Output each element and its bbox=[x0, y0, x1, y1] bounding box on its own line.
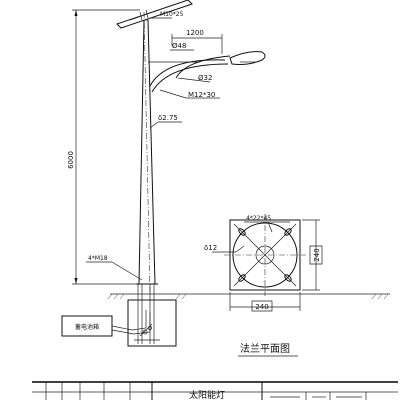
cable-conduit bbox=[112, 310, 150, 334]
arm-diameter-top: Ø48 bbox=[170, 42, 194, 50]
flange-height-dimension: 240 bbox=[302, 220, 322, 290]
flange-holes-callout: 4*22*45 bbox=[244, 215, 290, 232]
battery-text: 蓄电池箱 bbox=[75, 323, 99, 331]
arm-bolt: M12*30 bbox=[160, 90, 220, 99]
solar-panel bbox=[117, 0, 192, 28]
arm-diameter-bottom: Ø32 bbox=[178, 74, 212, 82]
title-block-text: 太阳能灯 bbox=[189, 389, 225, 400]
arm-diameter-bottom-text: Ø32 bbox=[198, 74, 212, 82]
arm-bolt-text: M12*30 bbox=[188, 91, 215, 99]
lamp-head bbox=[230, 52, 265, 65]
flange-thickness-text: δ12 bbox=[204, 244, 217, 252]
light-pole bbox=[139, 12, 155, 292]
flange-height-text: 240 bbox=[313, 248, 321, 261]
lamp-arm bbox=[148, 56, 230, 92]
flange-plan-title: 法兰平面图 bbox=[240, 342, 290, 355]
panel-bolt-label: M10*25 bbox=[150, 11, 184, 18]
flange-plan bbox=[224, 214, 306, 296]
flange-width-dimension: 240 bbox=[230, 292, 300, 311]
pole-right-edge bbox=[148, 20, 155, 284]
panel-bolt-text: M10*25 bbox=[160, 11, 184, 18]
anchor-bolt-callout: 4*M18 bbox=[86, 255, 142, 280]
foundation bbox=[128, 284, 176, 346]
arm-diameter-top-text: Ø48 bbox=[172, 42, 186, 50]
pole-left-edge bbox=[139, 20, 144, 284]
height-text: 6000 bbox=[67, 151, 75, 169]
arm-dimension-1200: 1200 bbox=[172, 29, 222, 54]
ground-line bbox=[108, 294, 390, 299]
flange-width-text: 240 bbox=[255, 303, 268, 311]
height-dimension: 6000 bbox=[67, 10, 140, 284]
pole-centerline bbox=[144, 12, 150, 292]
flange-holes-text: 4*22*45 bbox=[246, 215, 271, 222]
flange-thickness-callout: δ12 bbox=[204, 244, 244, 252]
pole-thickness-callout: δ2.75 bbox=[150, 114, 182, 128]
battery-box: 蓄电池箱 bbox=[62, 316, 112, 336]
pole-thickness-text: δ2.75 bbox=[158, 114, 178, 122]
arm-length-text: 1200 bbox=[186, 29, 204, 37]
title-block: 太阳能灯 bbox=[32, 382, 398, 400]
anchor-bolt-text: 4*M18 bbox=[88, 255, 108, 262]
